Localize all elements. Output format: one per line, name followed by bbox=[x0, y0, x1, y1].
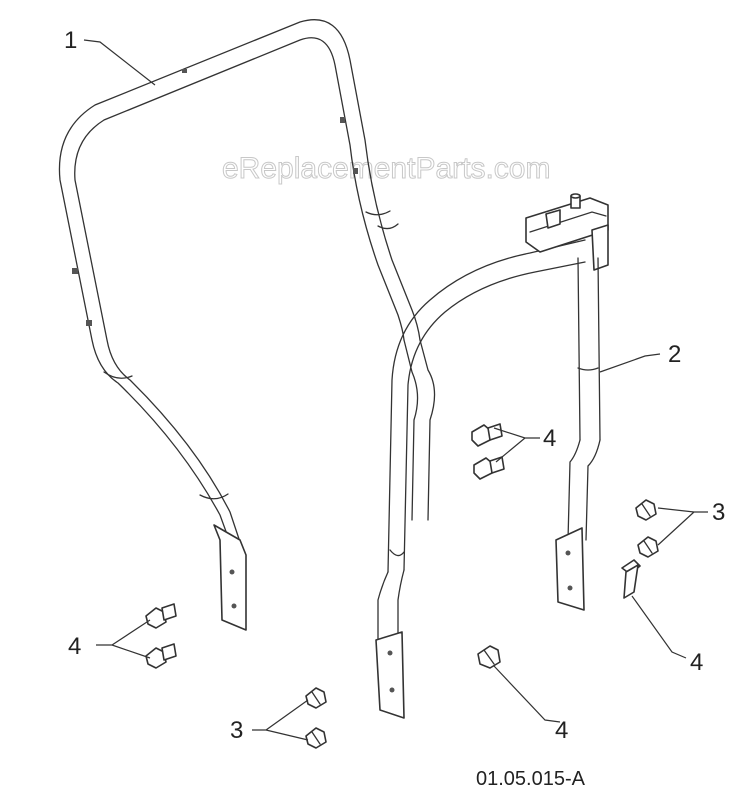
tube-notch bbox=[182, 69, 187, 73]
tube-notch bbox=[353, 168, 358, 174]
bolt-mid-upper bbox=[471, 423, 503, 447]
callout-4-mid: 4 bbox=[543, 425, 556, 452]
tube-notch bbox=[340, 117, 345, 123]
mount-hole bbox=[567, 585, 573, 591]
leader-3-bottom bbox=[252, 699, 309, 741]
leader-4-center bbox=[493, 665, 561, 723]
diagram-code: 01.05.015-A bbox=[476, 768, 586, 790]
callout-3-bottom: 3 bbox=[230, 717, 243, 744]
bracket-side bbox=[591, 224, 609, 271]
part-1-mount-plate bbox=[213, 524, 247, 631]
mount-hole bbox=[229, 569, 235, 575]
bolt-center bbox=[477, 645, 501, 669]
leader-4-left bbox=[96, 619, 151, 659]
leader-4-mid bbox=[493, 427, 540, 463]
nut-right-upper bbox=[635, 499, 657, 521]
bracket-pin-top bbox=[570, 193, 581, 199]
part-2-handle-bar bbox=[375, 193, 609, 719]
leader-3-right bbox=[657, 507, 708, 546]
part-1-handle-bar bbox=[58, 19, 436, 631]
nut-bottom-lower bbox=[305, 727, 327, 749]
bolt-mid-lower bbox=[473, 456, 505, 480]
callout-4-right: 4 bbox=[690, 649, 703, 676]
bolt-right-angled bbox=[621, 559, 641, 599]
nut-right-lower bbox=[637, 536, 659, 558]
mount-hole bbox=[389, 687, 395, 693]
nut-bottom-upper bbox=[305, 687, 327, 709]
bolt-left-upper bbox=[145, 603, 177, 629]
callout-1: 1 bbox=[64, 27, 77, 54]
tube-notch bbox=[86, 320, 92, 326]
mount-hole bbox=[387, 650, 393, 656]
callout-2: 2 bbox=[668, 341, 681, 368]
bolt-left-lower bbox=[145, 643, 177, 669]
mount-hole bbox=[565, 550, 571, 556]
watermark-text: eReplacementParts.com bbox=[222, 152, 550, 185]
callout-4-center: 4 bbox=[555, 717, 568, 744]
part-2-left-mount-plate bbox=[375, 631, 405, 719]
part-2-right-mount-plate bbox=[555, 527, 585, 611]
leader-1 bbox=[83, 39, 156, 86]
leader-2 bbox=[599, 353, 661, 373]
callout-3-right: 3 bbox=[712, 499, 725, 526]
mount-hole bbox=[231, 603, 237, 609]
tube-notch bbox=[72, 268, 78, 274]
bracket-tab bbox=[545, 209, 561, 229]
leader-4-right bbox=[631, 595, 687, 659]
callout-4-left: 4 bbox=[68, 633, 81, 660]
